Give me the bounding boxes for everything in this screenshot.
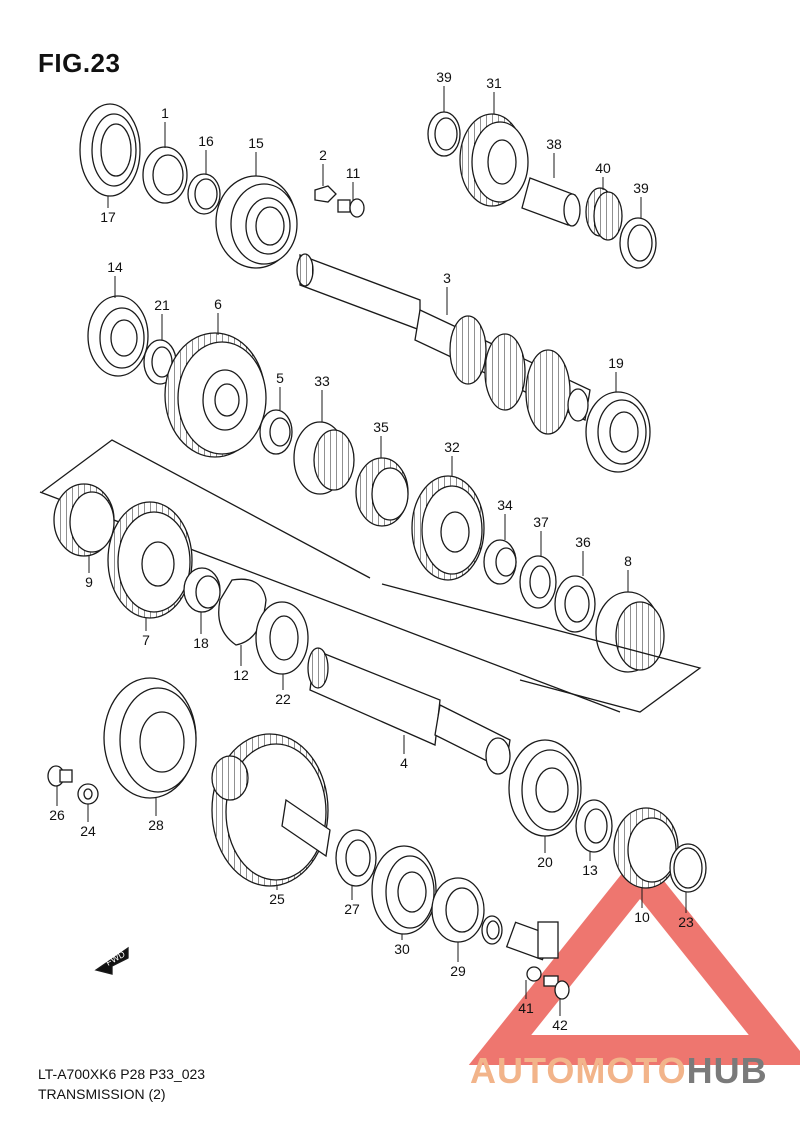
part-bearing-28 [103, 677, 197, 799]
callout-label: 29 [450, 963, 466, 979]
callout-label: 22 [275, 691, 291, 707]
part-bushing-18 [183, 567, 221, 613]
leader-lines [56, 86, 687, 1016]
callout-label: 3 [443, 270, 451, 286]
callout-label: 11 [346, 165, 361, 181]
part-oil-seal-17 [79, 103, 141, 197]
callout-label: 39 [436, 69, 452, 85]
part-bolt-11 [337, 198, 365, 218]
part-driveshaft-4 [307, 647, 511, 775]
callout-label: 18 [193, 635, 209, 651]
callout-label: 41 [518, 1000, 534, 1016]
part-gear-6 [164, 332, 267, 458]
fwd-arrow-icon [94, 946, 129, 975]
callout-label: 21 [154, 297, 170, 313]
callout-label: 32 [444, 439, 460, 455]
part-bearing-19 [585, 391, 651, 473]
callout-label: 12 [233, 667, 249, 683]
part-gear-9 [53, 483, 115, 557]
callout-label: 13 [582, 862, 598, 878]
part-washer-27 [335, 829, 377, 887]
callout-label: 16 [198, 133, 214, 149]
callout-label: 20 [537, 854, 553, 870]
part-circlip-23 [669, 843, 707, 893]
callout-label: 39 [633, 180, 649, 196]
part-bearing-14 [87, 295, 149, 377]
callout-label: 4 [400, 755, 408, 771]
part-bushing-34 [483, 539, 517, 585]
part-washer-37 [519, 555, 557, 609]
part-circlip-12 [218, 578, 267, 646]
part-gear-25 [211, 733, 331, 887]
part-gear-8 [595, 591, 665, 673]
callout-label: 7 [142, 632, 150, 648]
callout-label: 35 [373, 419, 389, 435]
callout-label: 10 [634, 909, 650, 925]
callout-label: 42 [552, 1017, 568, 1033]
part-gear-35 [355, 457, 409, 527]
callout-label: 2 [319, 147, 327, 163]
part-bolt-42 [543, 975, 570, 1000]
part-gear-10 [613, 807, 679, 889]
part-gear-31 [459, 113, 529, 207]
part-bearing-30 [371, 845, 437, 935]
part-gear-7 [107, 501, 193, 619]
callout-label: 38 [546, 136, 562, 152]
callout-label: 1 [161, 105, 169, 121]
callout-label: 33 [314, 373, 330, 389]
callout-label: 26 [49, 807, 65, 823]
part-washer-39-top [427, 111, 461, 157]
part-bushing-1 [142, 146, 188, 204]
part-washer-13 [575, 799, 613, 853]
figure-title: FIG.23 [38, 48, 121, 78]
part-washer-36 [554, 575, 596, 633]
callout-label: 30 [394, 941, 410, 957]
figure-code: LT-A700XK6 P28 P33_023 [38, 1066, 206, 1082]
callout-label: 8 [624, 553, 632, 569]
part-countershaft-3 [296, 253, 591, 435]
part-bearing-15 [215, 175, 298, 269]
callout-labels: 1234567891011121314151617181920212223242… [49, 69, 694, 1033]
part-washer-16 [187, 173, 221, 215]
watermark-word-a: AUTOMOTO [470, 1050, 687, 1091]
callout-label: 34 [497, 497, 513, 513]
part-gear-32 [411, 475, 485, 581]
part-oil-seal-29 [431, 877, 485, 943]
part-speed-sensor-41 [505, 921, 559, 982]
callout-label: 24 [80, 823, 96, 839]
part-gear-33 [293, 421, 355, 495]
part-bushing-5 [259, 409, 293, 455]
callout-label: 15 [248, 135, 264, 151]
callout-label: 27 [344, 901, 360, 917]
part-washer-39-right [619, 217, 657, 269]
callout-label: 6 [214, 296, 222, 312]
callout-label: 19 [608, 355, 624, 371]
part-sleeve-38 [521, 177, 581, 227]
part-washer-22 [255, 601, 309, 675]
watermark-logo [468, 850, 800, 1065]
callout-label: 14 [107, 259, 123, 275]
callout-label: 5 [276, 370, 284, 386]
callout-label: 9 [85, 574, 93, 590]
part-nut-2 [314, 185, 337, 203]
callout-label: 23 [678, 914, 694, 930]
part-washer-24 [77, 783, 99, 805]
callout-label: 40 [595, 160, 611, 176]
callout-label: 17 [100, 209, 116, 225]
callout-label: 31 [486, 75, 502, 91]
callout-label: 28 [148, 817, 164, 833]
part-bolt-26 [47, 765, 73, 787]
watermark-word-b: HUB [686, 1050, 768, 1091]
part-needle-bearing-40 [585, 187, 623, 241]
callout-label: 36 [575, 534, 591, 550]
callout-label: 25 [269, 891, 285, 907]
part-bearing-20 [508, 739, 582, 837]
callout-label: 37 [533, 514, 549, 530]
part-o-ring [481, 915, 503, 945]
figure-name: TRANSMISSION (2) [38, 1086, 166, 1102]
watermark-text: AUTOMOTOHUB [470, 1050, 768, 1092]
